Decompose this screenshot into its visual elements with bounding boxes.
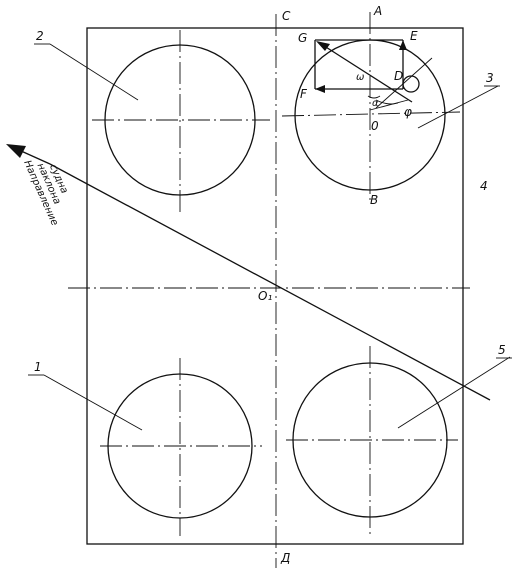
label-point-o1: O₁ [258,289,272,303]
label-circle-1: 1 [34,360,42,374]
circle-3-axis-h [281,111,461,117]
label-circle-3: 3 [486,71,494,85]
small-circle-d [402,75,420,93]
label-angle-alpha: α [372,98,379,109]
leader-5 [397,356,511,429]
label-circle-2: 2 [36,29,44,43]
leader-3 [417,85,499,129]
angle-leader-phi [369,99,409,111]
label-point-e: E [410,29,418,43]
arrow-to-e [399,40,407,50]
label-point-b: B [370,193,378,207]
leader-1 [43,374,143,431]
inclination-line [49,163,491,401]
label-point-a: A [373,4,382,18]
arrow-to-g [316,41,330,51]
label-frame-4: 4 [480,179,488,193]
direction-arrow-head [6,144,26,158]
outer-frame [86,27,464,545]
label-point-c: C [282,9,291,23]
label-point-d: Д [280,551,290,565]
label-point-g: G [298,31,307,45]
diagonal-d-g [317,41,413,103]
label-angle-omega: ω [356,72,364,83]
label-angle-phi: φ [404,105,412,119]
leader-2 [49,43,139,101]
label-circle-5: 5 [498,343,506,357]
label-point-o: 0 [371,119,379,133]
label-point-d-small: D [394,69,403,83]
arrow-to-f [315,85,325,93]
label-point-f: F [300,87,308,101]
angle-arc-alpha [367,95,381,99]
direction-note: Направление наклона судна [21,159,69,228]
d-line-to-corner [375,57,433,109]
